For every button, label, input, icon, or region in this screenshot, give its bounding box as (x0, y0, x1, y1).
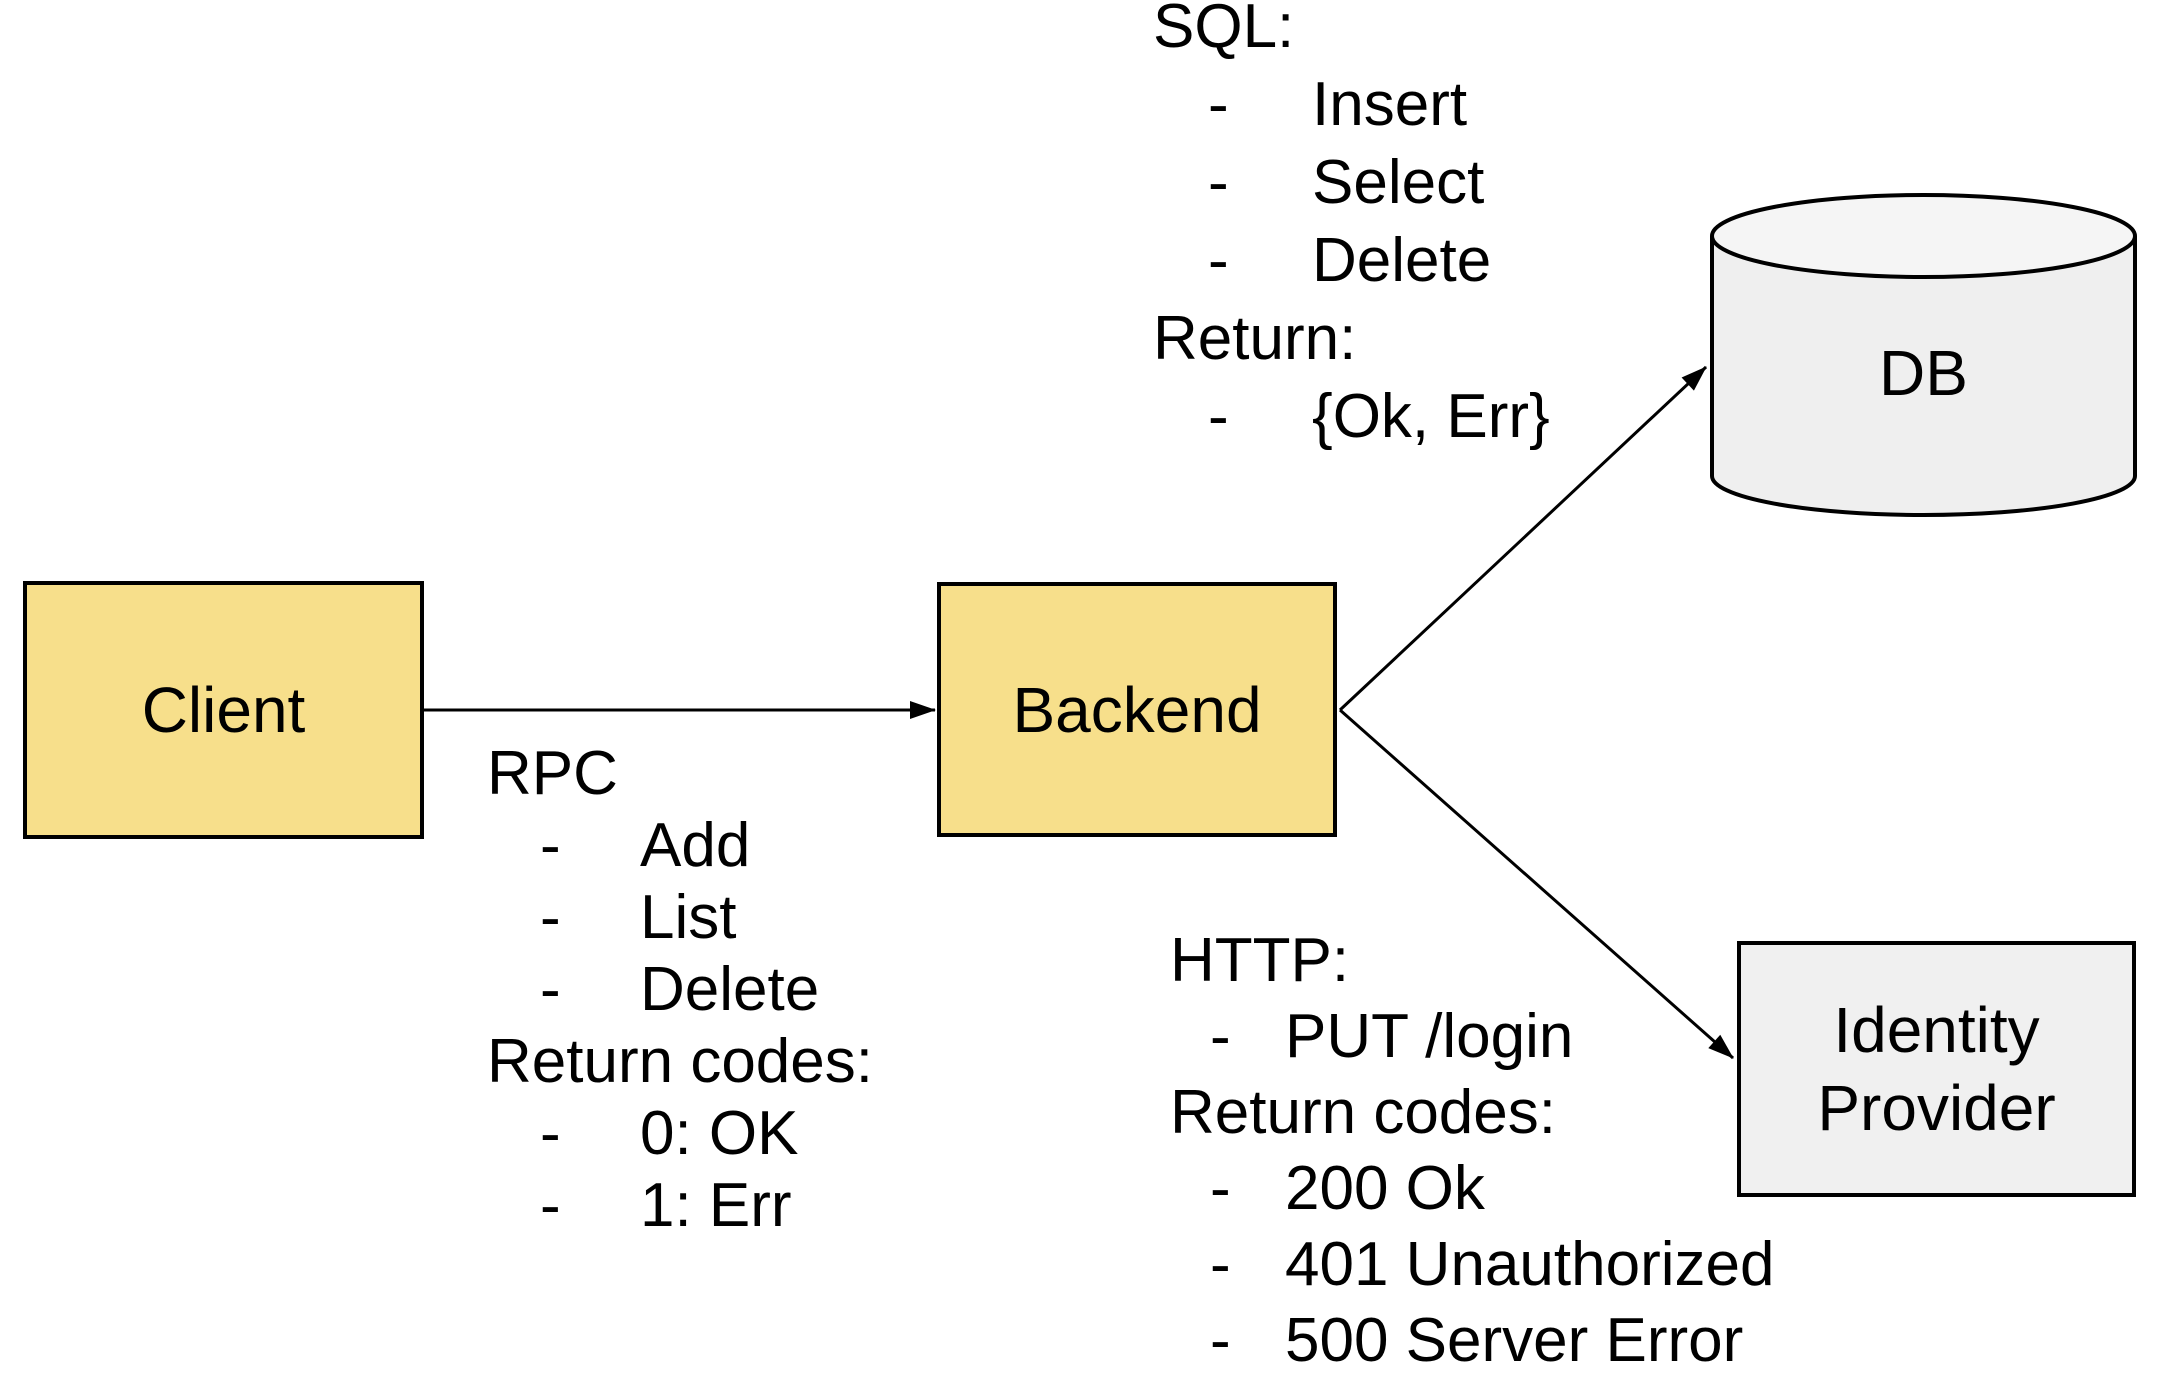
node-client-label: Client (141, 674, 306, 746)
bullet-item: -{Ok, Err} (1153, 378, 1550, 456)
bullet-item: -0: OK (540, 1099, 799, 1168)
annotation-rpc: RPC -Add -List -Delete Return codes: -0:… (487, 738, 873, 1242)
bullet-dash: - (540, 811, 561, 880)
bullet-item: -Insert (1153, 66, 1550, 144)
bullet-dash: - (540, 1171, 561, 1240)
bullet-dash: - (540, 1099, 561, 1168)
node-identity-provider: Identity Provider (1737, 941, 2136, 1197)
node-client: Client (23, 581, 424, 839)
bullet-item: -Add (540, 811, 751, 880)
sql-title: SQL: (1153, 0, 1295, 61)
identity-provider-label-line2: Provider (1817, 1072, 2056, 1144)
bullet-item: -List (540, 883, 737, 952)
annotation-http: HTTP: -PUT /login Return codes: -200 Ok … (1170, 923, 1774, 1379)
bullet-item: -401 Unauthorized (1170, 1227, 1774, 1303)
bullet-item: -200 Ok (1170, 1151, 1774, 1227)
edge-backend-db (1338, 365, 1708, 712)
bullet-item: -PUT /login (1170, 999, 1774, 1075)
db-cylinder-body (1710, 236, 2137, 517)
rpc-return-title: Return codes: (487, 1027, 873, 1096)
identity-provider-label-line1: Identity (1833, 994, 2040, 1066)
bullet-dash: - (1210, 1002, 1231, 1071)
bullet-dash: - (1208, 382, 1229, 451)
bullet-item: -1: Err (540, 1171, 792, 1240)
http-return-title: Return codes: (1170, 1078, 1556, 1147)
bullet-dash: - (1208, 148, 1229, 217)
bullet-item: -500 Server Error (1170, 1303, 1774, 1379)
bullet-dash: - (1210, 1154, 1231, 1223)
bullet-dash: - (1208, 226, 1229, 295)
bullet-item: -Select (1153, 144, 1550, 222)
rpc-title: RPC (487, 739, 618, 808)
bullet-dash: - (540, 955, 561, 1024)
bullet-dash: - (1210, 1230, 1231, 1299)
bullet-dash: - (540, 883, 561, 952)
node-backend-label: Backend (1012, 673, 1262, 746)
edge-backend-idp (1339, 708, 1734, 1060)
http-title: HTTP: (1170, 926, 1350, 995)
node-backend: Backend (937, 582, 1337, 837)
bullet-item: -Delete (540, 955, 820, 1024)
node-db-cylinder (1710, 193, 2137, 517)
bullet-dash: - (1210, 1306, 1231, 1375)
node-db-label: DB (1879, 337, 1968, 409)
annotation-sql: SQL: -Insert -Select -Delete Return: -{O… (1153, 0, 1550, 456)
bullet-dash: - (1208, 70, 1229, 139)
sql-return-title: Return: (1153, 304, 1357, 373)
bullet-item: -Delete (1153, 222, 1550, 300)
db-cylinder-top (1710, 193, 2137, 279)
